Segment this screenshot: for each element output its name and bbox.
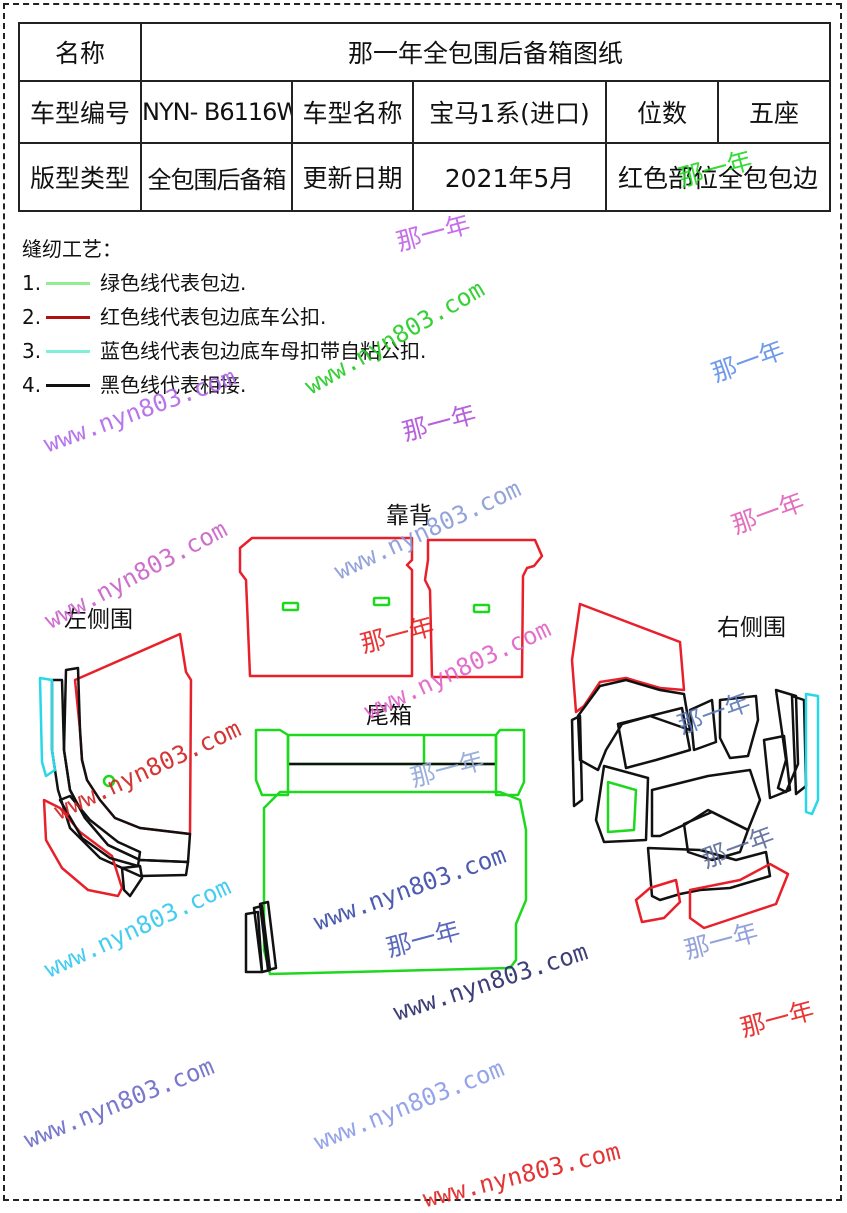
legend-text: 蓝色线代表包边底车母扣带自粘公扣. bbox=[100, 339, 427, 363]
backrest-label: 靠背 bbox=[386, 503, 432, 529]
legend-item-red: 2. 红色线代表包边底车公扣. bbox=[22, 300, 426, 334]
page-border bbox=[3, 3, 842, 1201]
seats-label: 位数 bbox=[605, 80, 719, 144]
left-side-label: 左侧围 bbox=[64, 607, 133, 633]
legend-text: 绿色线代表包边. bbox=[100, 271, 247, 295]
legend-text: 黑色线代表相接. bbox=[100, 373, 247, 397]
legend-item-black: 4. 黑色线代表相接. bbox=[22, 368, 426, 402]
name-value: 那一年全包围后备箱图纸 bbox=[139, 22, 832, 82]
pattern-type-value: 全包围后备箱 bbox=[140, 142, 293, 212]
legend-num: 1. bbox=[22, 271, 42, 295]
info-table: 名称 那一年全包围后备箱图纸 车型编号 NYN- B6116W 车型名称 宝马1… bbox=[18, 22, 832, 212]
legend-num: 4. bbox=[22, 373, 42, 397]
update-date-value: 2021年5月 bbox=[412, 142, 607, 212]
legend-num: 2. bbox=[22, 305, 42, 329]
trunk-floor-pieces bbox=[244, 728, 528, 976]
model-name-label: 车型名称 bbox=[291, 80, 414, 144]
legend-item-green: 1. 绿色线代表包边. bbox=[22, 266, 426, 300]
legend-title: 缝纫工艺： bbox=[22, 237, 122, 261]
model-code-value: NYN- B6116W bbox=[140, 80, 293, 144]
model-code-label: 车型编号 bbox=[18, 80, 142, 144]
trunk-label: 尾箱 bbox=[366, 703, 412, 729]
left-side-pieces bbox=[38, 632, 193, 898]
backrest-left-piece bbox=[238, 536, 414, 678]
backrest-right-piece bbox=[423, 538, 544, 679]
legend-swatch-red bbox=[46, 315, 90, 319]
sewing-legend: 缝纫工艺： 1. 绿色线代表包边. 2. 红色线代表包边底车公扣. 3. 蓝色线… bbox=[22, 232, 426, 402]
legend-swatch-green bbox=[46, 281, 90, 285]
legend-swatch-black bbox=[46, 383, 90, 387]
legend-swatch-blue bbox=[46, 349, 90, 353]
model-name-value: 宝马1系(进口) bbox=[412, 80, 607, 144]
name-label: 名称 bbox=[18, 22, 142, 82]
right-side-label: 右侧围 bbox=[717, 615, 786, 641]
update-date-label: 更新日期 bbox=[291, 142, 414, 212]
legend-item-blue: 3. 蓝色线代表包边底车母扣带自粘公扣. bbox=[22, 334, 426, 368]
legend-text: 红色线代表包边底车公扣. bbox=[100, 305, 327, 329]
seats-value: 五座 bbox=[716, 80, 832, 144]
pattern-type-label: 版型类型 bbox=[18, 142, 142, 212]
note-value: 红色部位全包包边 bbox=[604, 142, 832, 212]
legend-num: 3. bbox=[22, 339, 42, 363]
right-side-pieces bbox=[570, 602, 820, 930]
